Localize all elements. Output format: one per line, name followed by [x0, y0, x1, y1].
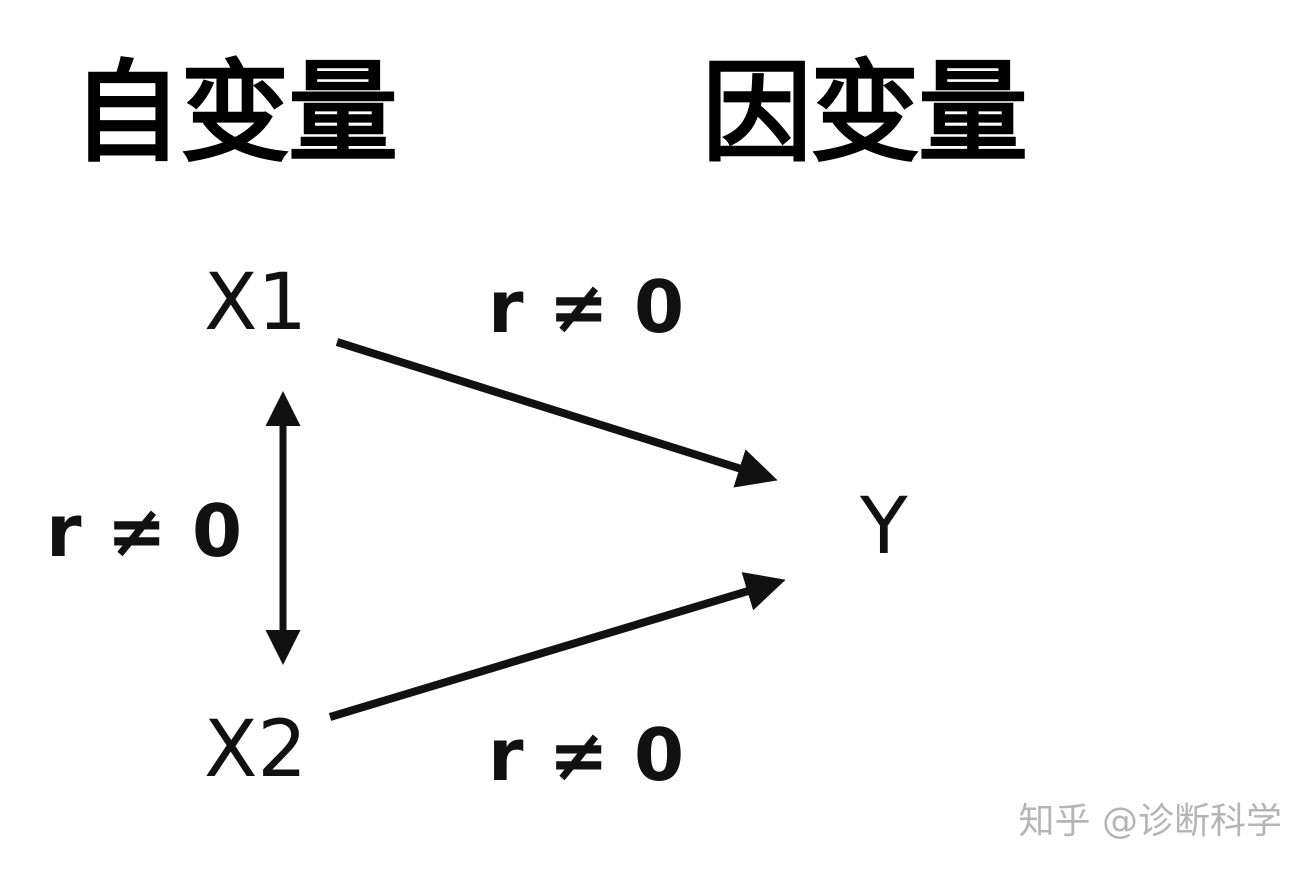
- edge-label-x1-y: r ≠ 0: [488, 265, 685, 349]
- node-x2: X2: [204, 705, 308, 795]
- heading-dependent-variable: 因变量: [702, 49, 1028, 177]
- watermark: 知乎 @诊断科学: [1018, 801, 1282, 842]
- edge-label-x1-x2: r ≠ 0: [46, 489, 243, 573]
- arrow-x1-to-y: [335, 338, 778, 488]
- node-x1: X1: [204, 258, 308, 348]
- arrow-x2-to-y: [328, 572, 786, 721]
- edge-label-x2-y: r ≠ 0: [488, 713, 685, 797]
- heading-independent-variable: 自变量: [72, 49, 398, 177]
- node-y: Y: [860, 482, 908, 572]
